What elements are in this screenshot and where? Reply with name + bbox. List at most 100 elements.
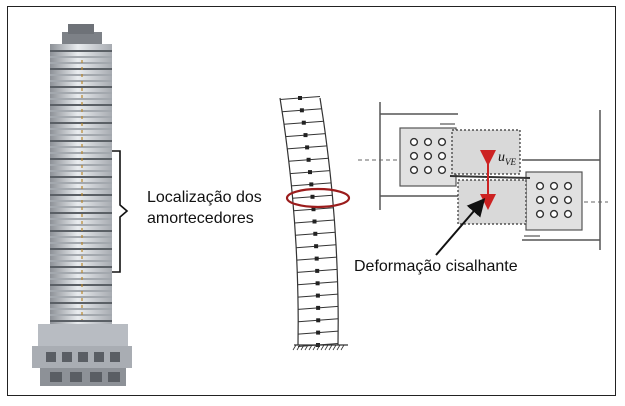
frame-floors: [279, 96, 339, 347]
floor-band: [50, 266, 112, 268]
hatch-line: [332, 344, 337, 351]
floor-band: [50, 128, 112, 130]
bolt: [437, 137, 447, 147]
floor-band: [50, 116, 112, 118]
displacement-subscript: VE: [505, 156, 516, 167]
floor-band: [50, 200, 112, 202]
frame-damper: [315, 281, 320, 286]
bolt: [409, 165, 419, 175]
floor-band: [50, 170, 112, 172]
hatch-line: [324, 344, 329, 351]
bolt: [549, 209, 559, 219]
floor-band: [50, 62, 112, 64]
hatch-line: [312, 344, 317, 351]
bolt: [535, 209, 545, 219]
floor-band: [50, 242, 112, 244]
bolt: [423, 137, 433, 147]
frame-damper: [314, 244, 319, 249]
frame-damper: [308, 170, 312, 175]
floor-band: [50, 224, 112, 226]
floor-band: [50, 314, 112, 316]
floor-band: [50, 236, 112, 238]
floor-band: [50, 182, 112, 184]
floor-band: [50, 74, 112, 76]
floor-band: [50, 188, 112, 190]
bolt: [563, 181, 573, 191]
floor-band: [50, 134, 112, 136]
floor-band: [50, 50, 112, 52]
floor-band: [50, 68, 112, 70]
frame-damper: [299, 108, 304, 113]
floor-band: [50, 308, 112, 310]
floor-band: [50, 140, 112, 142]
frame-damper: [315, 293, 320, 298]
deformed-frame-drawing: [279, 96, 348, 351]
bolt: [563, 195, 573, 205]
hatch-line: [296, 344, 301, 351]
frame-damper: [316, 318, 321, 323]
floor-band: [50, 296, 112, 298]
bolt: [423, 165, 433, 175]
frame-column-left: [279, 97, 299, 346]
hatch-line: [320, 344, 325, 351]
hatch-line: [304, 344, 309, 351]
damper-location-label: Localização dos amortecedores: [147, 187, 262, 229]
damper-detail-drawing: [358, 102, 608, 250]
floor-band: [50, 272, 112, 274]
damper-location-line2: amortecedores: [147, 210, 254, 227]
damper-location-line1: Localização dos: [147, 189, 262, 206]
floor-band: [50, 230, 112, 232]
hatch-line: [340, 344, 345, 351]
bolt: [535, 181, 545, 191]
floor-band: [50, 110, 112, 112]
frame-damper: [314, 256, 319, 261]
frame-damper: [312, 219, 317, 224]
ground-hatching: [292, 344, 345, 351]
bolt: [409, 151, 419, 161]
floor-band: [50, 260, 112, 262]
bolt: [437, 151, 447, 161]
floor-band: [50, 56, 112, 58]
frame-columns: [279, 97, 339, 346]
floor-band: [50, 164, 112, 166]
floor-band: [50, 104, 112, 106]
floor-band: [50, 194, 112, 196]
frame-damper: [316, 305, 321, 310]
bolt: [423, 151, 433, 161]
frame-damper: [310, 194, 315, 199]
floor-band: [50, 146, 112, 148]
frame-damper: [301, 120, 306, 125]
frame-damper: [305, 145, 310, 150]
floor-band: [50, 212, 112, 214]
frame-damper: [309, 182, 314, 187]
hatch-line: [316, 344, 321, 351]
floor-band: [50, 284, 112, 286]
floor-band: [50, 290, 112, 292]
bolt: [437, 165, 447, 175]
bolt: [409, 137, 419, 147]
frame-damper: [298, 96, 302, 100]
frame-column-right: [319, 97, 339, 346]
hatch-line: [300, 344, 305, 351]
floor-band: [50, 176, 112, 178]
hatch-line: [292, 344, 297, 351]
floor-band: [50, 254, 112, 256]
floor-band: [50, 218, 112, 220]
floor-band: [50, 86, 112, 88]
bolt: [535, 195, 545, 205]
frame-damper: [315, 268, 320, 273]
hatch-line: [308, 344, 313, 351]
bolt: [549, 181, 559, 191]
frame-damper: [311, 207, 316, 212]
tower-building-illustration: [32, 24, 132, 386]
floor-band: [50, 122, 112, 124]
bolt-group-right: [535, 181, 573, 219]
frame-damper: [306, 157, 311, 162]
frame-damper: [316, 330, 321, 335]
floor-band: [50, 206, 112, 208]
figure-frame: [7, 6, 616, 396]
floor-band: [50, 80, 112, 82]
tower-floor-bands: [50, 50, 112, 322]
floor-band: [50, 248, 112, 250]
